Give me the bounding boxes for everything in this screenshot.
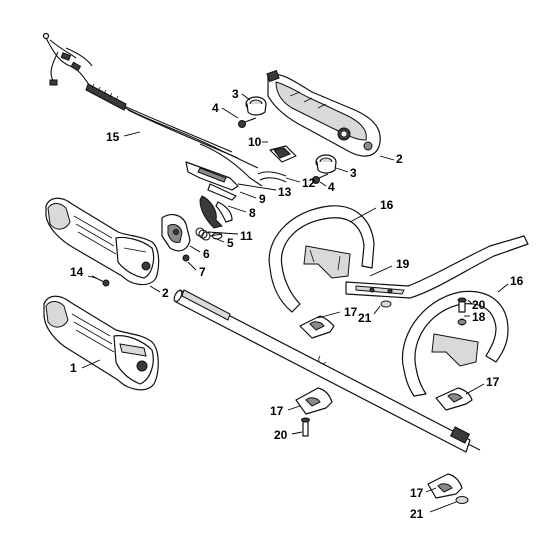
- screw-20-upper: [457, 297, 467, 313]
- retaining-ring: [211, 232, 223, 240]
- clamp-17-d: [427, 473, 463, 499]
- callout-9: 9: [259, 192, 266, 206]
- callout-15: 15: [106, 130, 120, 144]
- handle-housing-middle: [45, 197, 160, 286]
- callout-8: 8: [249, 206, 256, 220]
- handle-housing-upper: [266, 69, 381, 157]
- callout-11: 11: [240, 229, 253, 243]
- callout-labels: 1 2 2 3 3 4 4 5 6 7 8 9 10 11 12 13 14 1…: [70, 87, 524, 521]
- loop-handle-lower: [401, 290, 509, 397]
- callout-12: 12: [302, 176, 316, 190]
- leader-lines: [81, 93, 509, 513]
- screw-14: [91, 275, 110, 287]
- handle-housing-lower: [43, 295, 159, 391]
- callout-17-d: 17: [410, 486, 424, 500]
- callout-18: 18: [472, 310, 486, 324]
- callout-21-lower: 21: [410, 507, 424, 521]
- bracket-bar: [345, 235, 529, 299]
- screw-lower: [312, 173, 329, 184]
- screw-upper: [238, 117, 257, 128]
- callout-20-upper: 20: [472, 298, 486, 312]
- throttle-cable: [42, 32, 263, 187]
- interlock-lever: [161, 214, 191, 252]
- callout-17-c: 17: [270, 404, 284, 418]
- washer-lower: [455, 496, 469, 504]
- washer-upper: [380, 300, 392, 308]
- callout-13: 13: [278, 185, 292, 199]
- callout-19: 19: [396, 257, 410, 271]
- callout-21-upper: 21: [358, 311, 372, 325]
- trigger: [199, 195, 233, 229]
- callout-14: 14: [70, 265, 84, 279]
- screw-20-lower: [301, 417, 310, 437]
- nut-18: [457, 319, 467, 325]
- lever-link: [207, 183, 237, 201]
- clamp-17-a: [299, 315, 335, 339]
- loop-handle-upper: [268, 205, 375, 313]
- clamp-ring-upper: [245, 96, 267, 116]
- callout-3-upper: 3: [232, 87, 239, 101]
- callout-7: 7: [199, 265, 206, 279]
- callout-20-lower: 20: [274, 428, 288, 442]
- clamp-ring-lower: [315, 154, 337, 174]
- screw-small: [182, 254, 190, 262]
- throttle-lever: [185, 161, 239, 191]
- callout-4-upper: 4: [212, 101, 219, 115]
- callout-6: 6: [203, 247, 210, 261]
- callout-16-upper: 16: [380, 198, 394, 212]
- callout-5: 5: [227, 236, 234, 250]
- callout-4-lower: 4: [328, 180, 335, 194]
- callout-2-upper: 2: [396, 152, 403, 166]
- clamp-17-c: [295, 387, 333, 415]
- callout-2-middle: 2: [162, 286, 169, 300]
- clamp-17-b: [435, 387, 473, 411]
- spring-clip: [257, 171, 287, 183]
- callout-1: 1: [70, 361, 77, 375]
- callout-17-b: 17: [486, 375, 500, 389]
- callout-17-a: 17: [344, 305, 358, 319]
- drive-tube: [173, 289, 481, 453]
- callout-16-lower: 16: [510, 274, 524, 288]
- switch-slider: [269, 145, 297, 163]
- torsion-spring: [195, 227, 223, 241]
- callout-10: 10: [248, 135, 262, 149]
- callout-3-lower: 3: [350, 166, 357, 180]
